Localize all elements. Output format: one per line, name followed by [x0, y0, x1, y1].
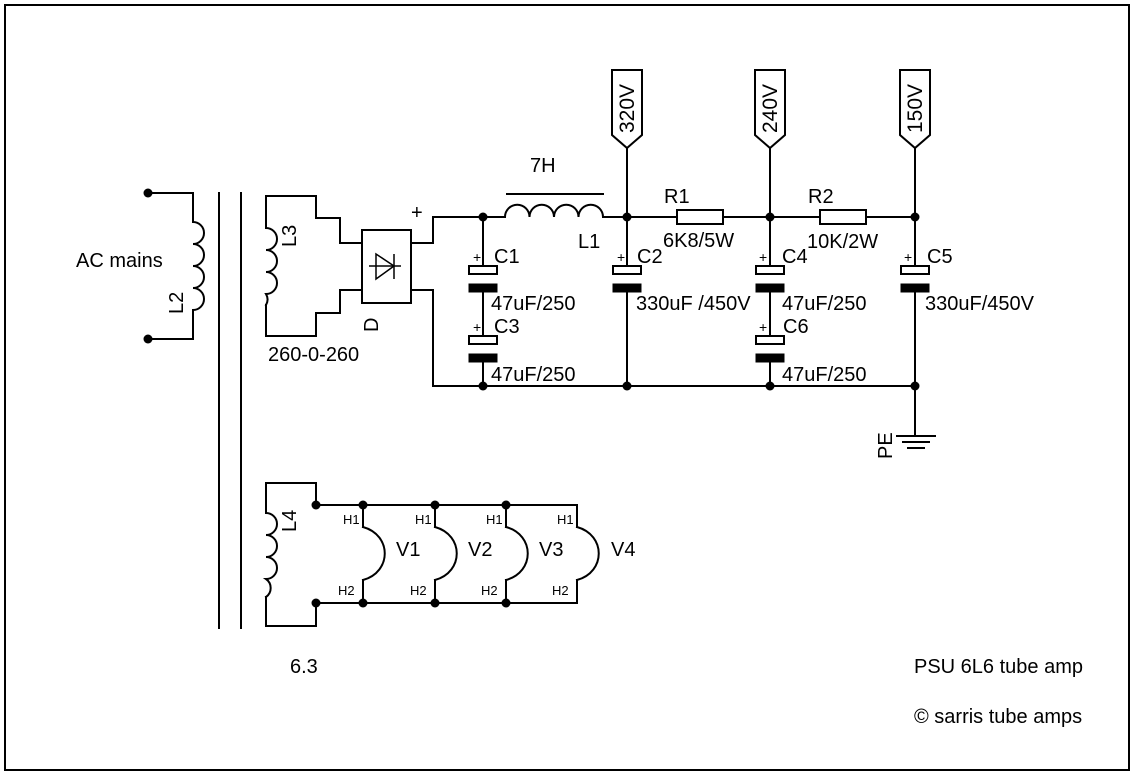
capacitor-c2 [612, 216, 642, 387]
choke-label: L1 [578, 231, 600, 253]
ground-symbol-pe [896, 385, 936, 449]
capacitor-c1 [468, 216, 498, 337]
v3-label: V3 [539, 539, 563, 561]
secondary-hv-label: 260-0-260 [268, 344, 359, 366]
r2-label: R2 [808, 186, 834, 208]
c4-value-label: 47uF/250 [782, 293, 867, 315]
l4-label: L4 [279, 510, 301, 532]
border-frame [4, 4, 1130, 771]
c2-value-label: 330uF /450V [636, 293, 751, 315]
v1-h1-label: H1 [343, 512, 360, 527]
c5-label: C5 [927, 246, 953, 268]
heater-v2 [430, 500, 458, 608]
c4-polarity: + [759, 249, 767, 265]
v2-h1-label: H1 [415, 512, 432, 527]
capacitor-c5 [900, 216, 930, 387]
flag-150-label: 150V [904, 84, 927, 133]
l2-label: L2 [166, 292, 188, 314]
c4-label: C4 [782, 246, 808, 268]
heater-v3 [501, 500, 529, 608]
v4-h1-label: H1 [557, 512, 574, 527]
c3-label: C3 [494, 316, 520, 338]
v1-label: V1 [396, 539, 420, 561]
capacitor-c6 [755, 335, 785, 387]
c3-polarity: + [473, 319, 481, 335]
c1-polarity: + [473, 249, 481, 265]
flag-320-label: 320V [616, 84, 639, 133]
c3-value-label: 47uF/250 [491, 364, 576, 386]
c6-value-label: 47uF/250 [782, 364, 867, 386]
v3-h1-label: H1 [486, 512, 503, 527]
c1-value-label: 47uF/250 [491, 293, 576, 315]
c5-polarity: + [904, 249, 912, 265]
resistor-r2 [819, 209, 867, 225]
v4-h2-label: H2 [552, 583, 569, 598]
c2-label: C2 [637, 246, 663, 268]
flag-240-label: 240V [759, 84, 782, 133]
heater-v4 [575, 504, 600, 604]
r1-value-label: 6K8/5W [663, 230, 734, 252]
heater-winding-l4 [262, 482, 578, 627]
choke-value-label: 7H [530, 155, 556, 177]
r1-label: R1 [664, 186, 690, 208]
diagram-title: PSU 6L6 tube amp [914, 656, 1083, 678]
l3-label: L3 [279, 225, 301, 247]
heater-voltage-label: 6.3 [290, 656, 318, 678]
v3-h2-label: H2 [481, 583, 498, 598]
v4-label: V4 [611, 539, 635, 561]
primary-winding-l2 [143, 188, 205, 344]
copyright-label: © sarris tube amps [914, 706, 1082, 728]
voltage-flag-320 [611, 69, 643, 218]
capacitor-c4 [755, 216, 785, 337]
voltage-flag-240 [754, 69, 786, 218]
c6-polarity: + [759, 319, 767, 335]
v2-h2-label: H2 [410, 583, 427, 598]
v1-h2-label: H2 [338, 583, 355, 598]
c6-label: C6 [783, 316, 809, 338]
resistor-r1 [676, 209, 724, 225]
c1-label: C1 [494, 246, 520, 268]
choke-l1 [482, 193, 628, 219]
rectifier-label: D [361, 318, 383, 332]
c5-value-label: 330uF/450V [925, 293, 1035, 315]
secondary-winding-l3 [264, 195, 363, 337]
c2-polarity: + [617, 249, 625, 265]
heater-v1 [358, 500, 386, 608]
ac-mains-label: AC mains [76, 250, 163, 272]
junction-dots [478, 212, 920, 391]
pe-label: PE [875, 432, 897, 459]
voltage-flag-150 [899, 69, 931, 218]
rectifier-plus-label: + [411, 202, 423, 224]
r2-value-label: 10K/2W [807, 231, 878, 253]
v2-label: V2 [468, 539, 492, 561]
rectifier-bridge-d [361, 216, 484, 387]
